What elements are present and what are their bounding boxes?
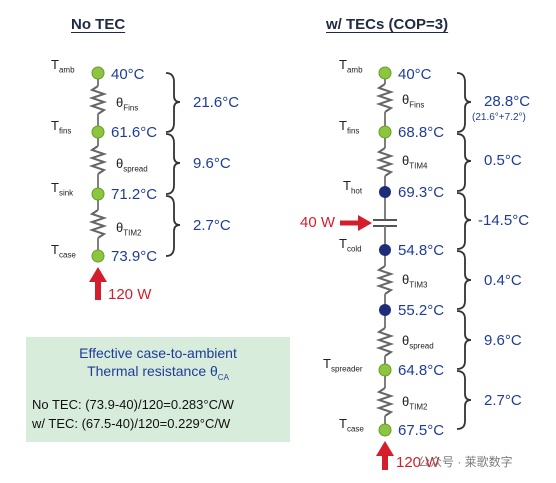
resistor-tim2-right <box>375 387 395 417</box>
label-tcase-right: Tcase <box>339 416 364 434</box>
label-tsink-left: Tsink <box>51 180 74 198</box>
brace-5-right <box>456 310 472 370</box>
label-tspreader-right: Tspreader <box>323 356 363 374</box>
brace-1-right <box>456 72 472 133</box>
delta-3-left: 2.7°C <box>193 217 231 234</box>
node-tfins-left <box>91 125 105 139</box>
label-tfins-right: Tfins <box>339 118 360 136</box>
node-tcase-left <box>91 249 105 263</box>
delta-1-right: 28.8°C <box>484 93 531 110</box>
temp-tcold-right: 54.8°C <box>398 242 445 259</box>
temp-tfins-right: 68.8°C <box>398 124 445 141</box>
resistor-spread-right <box>375 327 395 357</box>
temp-thot-right: 69.3°C <box>398 184 445 201</box>
temp-tspreader-right: 64.8°C <box>398 362 445 379</box>
brace-1-left <box>165 72 181 133</box>
box-title-line2: Thermal resistance θCA <box>87 363 229 382</box>
box-line-no-tec: No TEC: (73.9-40)/120=0.283°C/W <box>32 397 234 412</box>
node-tsink-left <box>91 187 105 201</box>
theta-tim3-right: θTIM3 <box>402 272 428 290</box>
heat-arrow-head-right <box>376 441 394 456</box>
node-tspreader-right <box>378 363 392 377</box>
node-tcold-right <box>379 244 391 256</box>
heat-label-right: 120 W <box>396 454 440 471</box>
effective-resistance-box: Effective case-to-ambient Thermal resist… <box>26 337 290 442</box>
right-circuit <box>340 66 472 470</box>
label-tamb-left: Tamb <box>51 57 75 75</box>
delta-1-left: 21.6°C <box>193 94 240 111</box>
theta-fins-right: θFins <box>402 92 425 110</box>
right-title: w/ TECs (COP=3) <box>326 16 449 33</box>
box-title-line1: Effective case-to-ambient <box>79 345 237 361</box>
delta-2-left: 9.6°C <box>193 155 231 172</box>
temp-tsink-left: 71.2°C <box>111 186 158 203</box>
delta-2-right: 0.5°C <box>484 152 522 169</box>
label-tfins-left: Tfins <box>51 118 72 136</box>
delta-1-note-right: (21.6°+7.2°) <box>472 112 526 123</box>
label-tcold-right: Tcold <box>339 236 362 254</box>
theta-spread-right: θspread <box>402 333 434 351</box>
brace-6-right <box>456 370 472 430</box>
brace-3-left <box>165 195 181 257</box>
tec-power-arrow-head <box>358 215 372 231</box>
delta-5-right: 9.6°C <box>484 332 522 349</box>
resistor-spread-left <box>88 145 108 175</box>
theta-tim4-right: θTIM4 <box>402 153 428 171</box>
delta-3-right: -14.5°C <box>478 212 530 229</box>
label-tcase-left: Tcase <box>51 242 76 260</box>
tec-power-label: 40 W <box>300 214 336 231</box>
temp-unlabeled-right: 55.2°C <box>398 302 445 319</box>
theta-tim2-left: θTIM2 <box>116 220 142 238</box>
temp-tfins-left: 61.6°C <box>111 124 158 141</box>
resistor-fins-left <box>88 85 108 115</box>
label-thot-right: Thot <box>343 178 363 196</box>
left-circuit <box>88 66 181 300</box>
node-tcase-right <box>378 423 392 437</box>
brace-2-left <box>165 133 181 195</box>
heat-arrow-head-left <box>89 267 107 282</box>
theta-spread-left: θspread <box>116 156 148 174</box>
node-tfins-right <box>378 125 392 139</box>
heat-label-left: 120 W <box>108 286 152 303</box>
node-tamb-right <box>378 66 392 80</box>
node-thot-right <box>379 186 391 198</box>
resistor-tim3-right <box>375 265 395 295</box>
theta-tim2-right: θTIM2 <box>402 394 428 412</box>
box-line-with-tec: w/ TEC: (67.5-40)/120=0.229°C/W <box>32 416 231 431</box>
temp-tcase-right: 67.5°C <box>398 422 445 439</box>
theta-fins-left: θFins <box>116 95 139 113</box>
resistor-tim2-left <box>88 209 108 239</box>
brace-4-right <box>456 250 472 310</box>
delta-6-right: 2.7°C <box>484 392 522 409</box>
brace-3-right <box>456 192 472 250</box>
label-tamb-right: Tamb <box>339 57 363 75</box>
temp-tcase-left: 73.9°C <box>111 248 158 265</box>
node-tamb-left <box>91 66 105 80</box>
left-title: No TEC <box>71 16 126 33</box>
watermark: 公众号 · 莱歌数字 <box>418 455 513 469</box>
resistor-fins-right <box>375 83 395 113</box>
resistor-tim4-right <box>375 147 395 177</box>
temp-tamb-left: 40°C <box>111 66 145 83</box>
node-unlabeled-right <box>379 304 391 316</box>
brace-2-right <box>456 133 472 192</box>
temp-tamb-right: 40°C <box>398 66 432 83</box>
delta-4-right: 0.4°C <box>484 272 522 289</box>
